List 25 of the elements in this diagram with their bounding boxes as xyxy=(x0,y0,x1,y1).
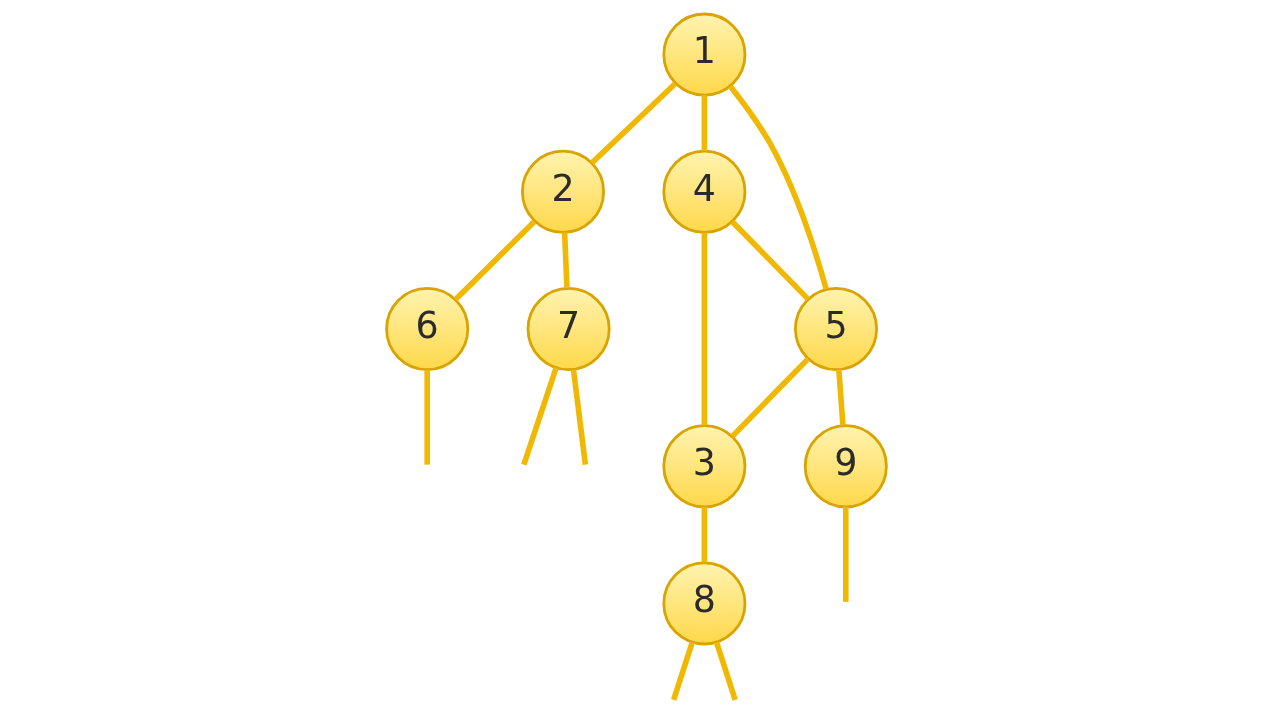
connector xyxy=(729,356,810,439)
connector xyxy=(713,641,738,701)
connector xyxy=(835,369,846,426)
node-circle: 6 xyxy=(384,287,469,371)
connector xyxy=(423,369,430,465)
connector xyxy=(701,232,707,426)
node-circle: 9 xyxy=(803,424,888,509)
connector xyxy=(701,95,707,151)
node-circle: 1 xyxy=(661,12,746,97)
node-circle: 3 xyxy=(661,424,746,509)
node-circle: 2 xyxy=(520,149,605,234)
connector xyxy=(570,369,588,465)
connector xyxy=(520,366,559,466)
node-circle: 7 xyxy=(526,287,611,371)
node-circle: 8 xyxy=(661,561,746,646)
connector xyxy=(729,219,810,302)
connector xyxy=(727,84,829,290)
connector xyxy=(701,506,707,563)
connector xyxy=(561,232,570,289)
connector xyxy=(670,641,695,701)
connector xyxy=(842,506,849,602)
connector xyxy=(453,219,536,302)
connector xyxy=(589,81,677,166)
node-circle: 5 xyxy=(793,287,878,371)
node-circle: 4 xyxy=(661,149,746,234)
